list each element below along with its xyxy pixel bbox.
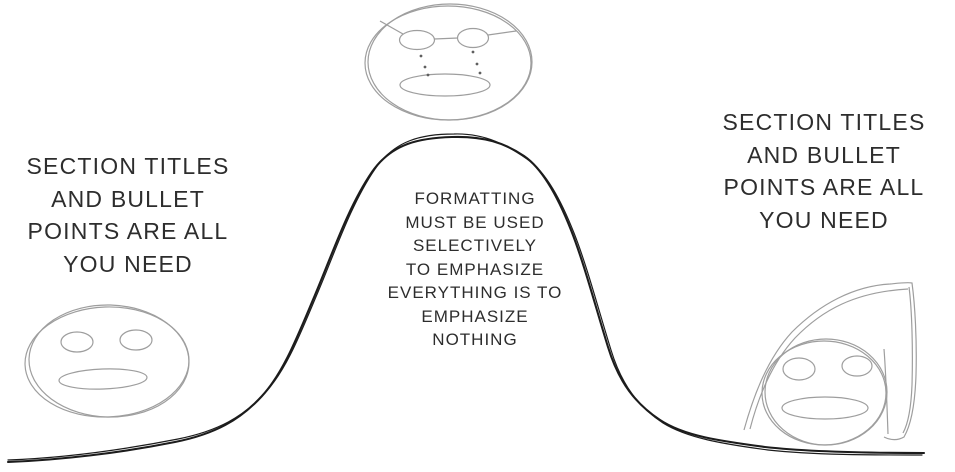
right-eye bbox=[841, 355, 873, 377]
face-outline-sketch bbox=[28, 304, 190, 418]
face-outline-sketch bbox=[367, 3, 533, 121]
bell-curve bbox=[6, 133, 926, 464]
midwit-face bbox=[364, 3, 533, 121]
left-eye bbox=[60, 331, 94, 353]
label-line: FORMATTING bbox=[414, 189, 536, 208]
right-eye bbox=[119, 329, 153, 351]
label-line: AND BULLET bbox=[51, 185, 205, 212]
label-line: POINTS ARE ALL bbox=[27, 218, 229, 244]
hooded-wojak-face bbox=[743, 281, 917, 446]
mouth bbox=[399, 73, 491, 97]
tear-dots bbox=[419, 50, 482, 77]
label-line: SECTION TITLES bbox=[26, 153, 230, 179]
right-glasses-temple bbox=[487, 30, 517, 36]
hood-face-edge bbox=[883, 348, 889, 435]
left-glasses-lens bbox=[398, 29, 436, 51]
left-glasses-temple bbox=[379, 20, 404, 35]
face-outline-sketch bbox=[764, 338, 888, 446]
label-line: YOU NEED bbox=[63, 250, 193, 277]
left-label: SECTION TITLES AND BULLET POINTS ARE ALL… bbox=[0, 150, 256, 280]
glasses-bridge bbox=[433, 37, 459, 40]
label-line: MUST BE USED bbox=[405, 212, 545, 232]
right-label: SECTION TITLES AND BULLET POINTS ARE ALL… bbox=[698, 106, 950, 236]
hood-right-inner-line bbox=[902, 286, 913, 434]
middle-label: FORMATTING MUST BE USED SELECTIVELY TO E… bbox=[352, 187, 598, 352]
label-line: EMPHASIZE bbox=[421, 306, 529, 326]
plain-wojak-face bbox=[24, 304, 190, 418]
label-line: SECTION TITLES bbox=[722, 109, 926, 135]
left-eye bbox=[782, 357, 816, 381]
label-line: SELECTIVELY bbox=[412, 236, 538, 255]
label-line: TO EMPHASIZE bbox=[405, 259, 545, 279]
label-line: EVERYTHING IS TO bbox=[387, 283, 563, 302]
label-line: NOTHING bbox=[432, 330, 518, 349]
label-line: POINTS ARE ALL bbox=[723, 174, 925, 200]
mouth bbox=[58, 368, 148, 390]
label-line: AND BULLET bbox=[747, 141, 901, 168]
label-line: YOU NEED bbox=[759, 206, 889, 233]
hood-inner-line bbox=[749, 288, 909, 430]
right-glasses-lens bbox=[456, 27, 490, 49]
mouth bbox=[781, 396, 869, 420]
hood-outline bbox=[743, 281, 917, 441]
